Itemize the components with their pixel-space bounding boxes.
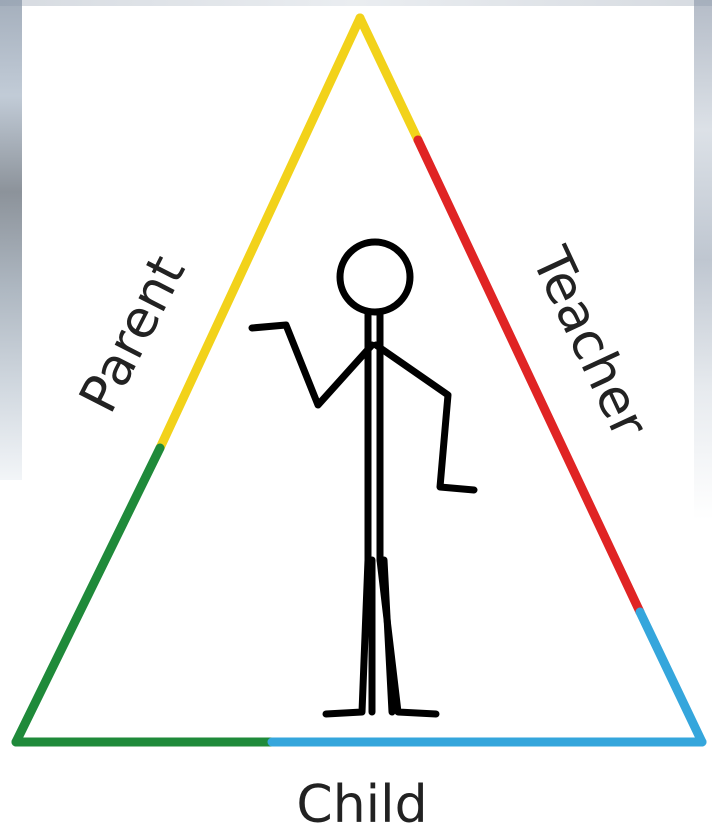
stick-figure xyxy=(252,242,474,714)
stick-figure-head xyxy=(340,242,410,312)
teacher-label: Teacher xyxy=(519,238,659,448)
stick-figure-left-leg xyxy=(326,560,368,714)
right-side-blue-segment xyxy=(640,612,702,742)
stick-figure-raised-arm xyxy=(252,325,372,405)
left-side-yellow-segment xyxy=(160,18,360,448)
child-label: Child xyxy=(296,775,427,835)
stick-figure-lowered-arm xyxy=(376,345,474,490)
left-side-green-segment xyxy=(16,448,160,742)
right-side-yellow-segment xyxy=(360,18,418,140)
parent-label: Parent xyxy=(68,247,197,423)
stick-figure-right-leg-inner xyxy=(384,560,392,712)
